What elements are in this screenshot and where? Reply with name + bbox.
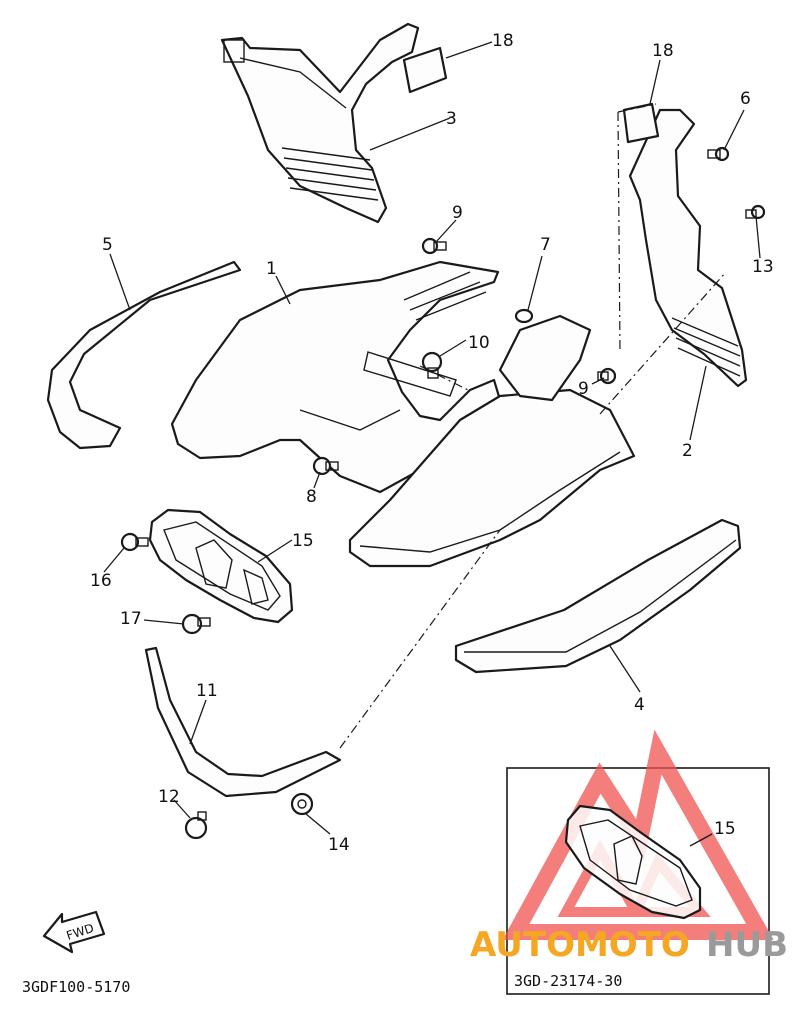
inset-lamp-holder — [564, 804, 702, 920]
part-7-washer — [514, 308, 534, 324]
part-6-bolt — [707, 146, 730, 162]
part-14-nut — [290, 792, 314, 816]
callout-3: 3 — [446, 109, 457, 129]
part-3-left-side-cover — [220, 22, 420, 224]
part-12-bolt — [184, 811, 208, 840]
callout-12: 12 — [158, 787, 180, 807]
part-4-rear-mud-flap — [454, 518, 742, 674]
part-10-bolt — [421, 351, 443, 379]
part-1-front-fender — [170, 260, 502, 494]
part-9-bolt-upper — [421, 237, 447, 255]
watermark-brand-a: AUTOMOTO — [470, 925, 690, 965]
callout-labels: 18 3 18 6 5 9 7 13 1 10 9 2 8 15 16 17 4… — [90, 31, 774, 855]
rear-fender — [348, 314, 636, 568]
fwd-arrow: FWD — [42, 910, 106, 954]
callout-17: 17 — [120, 609, 142, 629]
callout-9-lower: 9 — [578, 379, 589, 399]
part-17-bolt — [181, 613, 211, 635]
part-2-right-side-cover — [628, 108, 748, 388]
part-5-left-mud-flap — [46, 260, 242, 450]
part-15-lamp-holder — [148, 508, 294, 624]
part-11-stay — [144, 646, 342, 798]
leader-lines — [103, 41, 761, 835]
callout-6: 6 — [740, 89, 751, 109]
callout-14: 14 — [328, 835, 350, 855]
diagram-code: 3GDF100-5170 — [22, 978, 130, 996]
callout-10: 10 — [468, 333, 490, 353]
callout-2: 2 — [682, 441, 693, 461]
callout-18-left: 18 — [492, 31, 514, 51]
part-8-bolt — [312, 456, 339, 476]
part-18-rubber-pad-right — [622, 102, 660, 144]
part-13-bolt — [745, 204, 766, 220]
callout-1: 1 — [266, 259, 277, 279]
part-18-rubber-pad-left — [402, 46, 448, 94]
watermark-brand: AUTOMOTO HUB — [470, 925, 788, 965]
callout-7: 7 — [540, 235, 551, 255]
callout-15-inset: 15 — [714, 819, 736, 839]
callout-16: 16 — [90, 571, 112, 591]
callout-8: 8 — [306, 487, 317, 507]
callout-11: 11 — [196, 681, 218, 701]
callout-4: 4 — [634, 695, 645, 715]
callout-15: 15 — [292, 531, 314, 551]
inset-code: 3GD-23174-30 — [514, 972, 622, 990]
part-9-bolt-lower — [597, 367, 617, 385]
callout-18-right: 18 — [652, 41, 674, 61]
part-16-bolt — [120, 532, 149, 552]
inset-detail-box: 15 3GD-23174-30 — [502, 729, 774, 995]
callout-13: 13 — [752, 257, 774, 277]
watermark-brand-b: HUB — [706, 925, 788, 965]
callout-5: 5 — [102, 235, 113, 255]
callout-9-upper: 9 — [452, 203, 463, 223]
